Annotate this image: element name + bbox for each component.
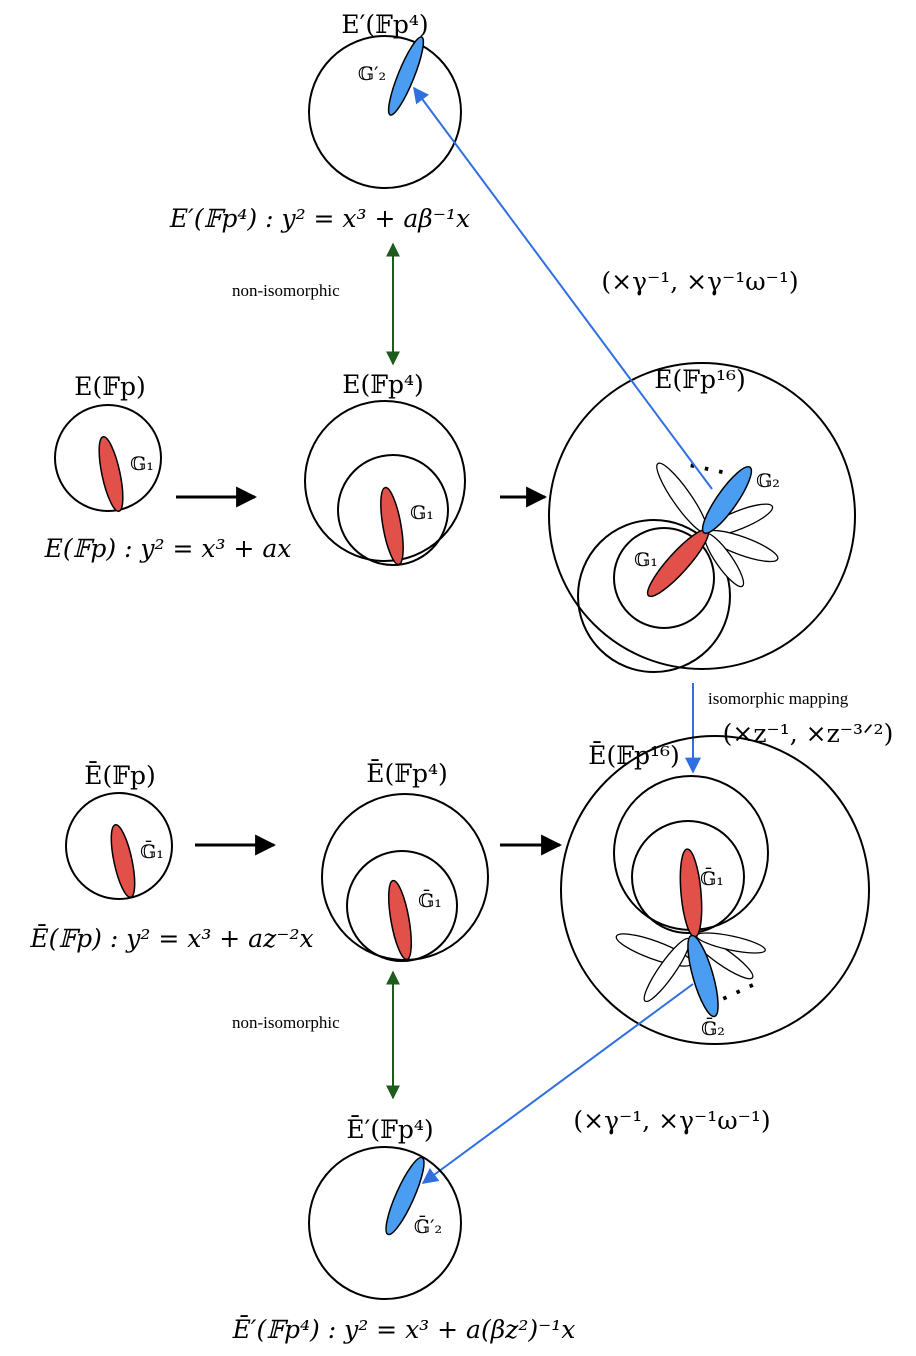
top-twist-curve: E′(𝔽p⁴) 𝔾′₂ E′(𝔽p⁴) : y² = x³ + aβ⁻¹x bbox=[169, 10, 470, 233]
isomorphic-mapping-label: isomorphic mapping bbox=[708, 689, 849, 708]
twist-factor-label-bottom: (×γ⁻¹, ×γ⁻¹ω⁻¹) bbox=[573, 1106, 770, 1135]
curve-fp-equation: E(𝔽p) : y² = x³ + ax bbox=[44, 534, 292, 563]
top-curve-circle bbox=[308, 35, 462, 189]
bar-curve-fp: Ē(𝔽p) 𝔾̄₁ Ē(𝔽p) : y² = x³ + az⁻²x bbox=[29, 761, 313, 953]
twist-arrow-bottom bbox=[421, 983, 694, 1184]
bar-curve-fp-title: Ē(𝔽p) bbox=[84, 761, 156, 790]
bar-curve-fp4-g1-label: 𝔾̄₁ bbox=[418, 889, 442, 912]
isomorphic-factor-label: (×z⁻¹, ×z⁻³ᐟ²) bbox=[723, 719, 894, 748]
curve-fp16-mid-circle bbox=[577, 519, 731, 673]
curve-fp16-inner-circle bbox=[613, 527, 715, 629]
bar-curve-fp-circle bbox=[65, 792, 173, 900]
curve-fp-g1-subgroup bbox=[98, 436, 124, 512]
bottom-curve-circle bbox=[308, 1146, 462, 1300]
curve-fp16-g2-label: 𝔾₂ bbox=[756, 470, 780, 492]
bar-curve-fp-equation: Ē(𝔽p) : y² = x³ + az⁻²x bbox=[29, 924, 313, 953]
curve-fp16-ellipsis: ⋅ ⋅ ⋅ bbox=[686, 453, 727, 484]
bar-curve-fp16-ellipsis: ⋅ ⋅ ⋅ bbox=[716, 973, 759, 1010]
bar-curve-fp16: Ē(𝔽p¹⁶) 𝔾̄₁ 𝔾̄₂ ⋅ ⋅ ⋅ bbox=[560, 735, 870, 1045]
twist-arrow-top bbox=[413, 86, 713, 490]
bottom-curve-title: Ē′(𝔽p⁴) bbox=[346, 1115, 433, 1144]
twist-factor-label-top: (×γ⁻¹, ×γ⁻¹ω⁻¹) bbox=[601, 267, 798, 296]
bar-curve-fp-g1-label: 𝔾̄₁ bbox=[140, 840, 164, 863]
curve-fp4: E(𝔽p⁴) 𝔾₁ bbox=[304, 370, 466, 566]
curve-fp16: E(𝔽p¹⁶) 𝔾₁ 𝔾₂ ⋅ ⋅ ⋅ bbox=[548, 362, 856, 673]
non-isomorphic-label-bottom: non-isomorphic bbox=[232, 1013, 340, 1032]
bar-curve-fp16-g2-label: 𝔾̄₂ bbox=[701, 1017, 725, 1040]
bottom-g2-prime-label: 𝔾̄′₂ bbox=[414, 1215, 442, 1238]
top-g2-prime-label: 𝔾′₂ bbox=[358, 63, 386, 85]
curve-fp16-g1-label: 𝔾₁ bbox=[634, 549, 658, 571]
bar-curve-fp4-inner-circle bbox=[346, 850, 458, 962]
curve-fp: E(𝔽p) 𝔾₁ E(𝔽p) : y² = x³ + ax bbox=[44, 372, 292, 563]
bar-curve-fp16-g2-subgroup bbox=[687, 934, 719, 1018]
curve-fp-g1-label: 𝔾₁ bbox=[130, 453, 154, 475]
curve-fp4-outer-circle bbox=[304, 400, 466, 562]
curve-fp4-g1-subgroup bbox=[380, 486, 404, 566]
bottom-twist-curve: Ē′(𝔽p⁴) 𝔾̄′₂ Ē′(𝔽p⁴) : y² = x³ + a(βz²)⁻… bbox=[232, 1115, 576, 1344]
bar-curve-fp4: Ē(𝔽p⁴) 𝔾̄₁ bbox=[321, 759, 489, 962]
bar-curve-fp16-outer-circle bbox=[560, 735, 870, 1045]
top-curve-equation: E′(𝔽p⁴) : y² = x³ + aβ⁻¹x bbox=[169, 204, 470, 233]
curve-fp-title: E(𝔽p) bbox=[74, 372, 146, 401]
curve-fp16-title: E(𝔽p¹⁶) bbox=[654, 365, 746, 394]
top-curve-title: E′(𝔽p⁴) bbox=[341, 10, 428, 39]
bar-curve-fp16-g1-label: 𝔾̄₁ bbox=[700, 867, 724, 890]
bar-curve-fp16-title: Ē(𝔽p¹⁶) bbox=[588, 741, 680, 770]
non-isomorphic-label-top: non-isomorphic bbox=[232, 281, 340, 300]
bottom-g2-prime-subgroup bbox=[385, 1156, 425, 1236]
bar-curve-fp4-title: Ē(𝔽p⁴) bbox=[366, 759, 448, 788]
bar-curve-fp4-g1-subgroup bbox=[387, 879, 413, 961]
curve-fp4-inner-circle bbox=[337, 454, 449, 566]
top-g2-prime-subgroup bbox=[387, 36, 425, 116]
curve-fp16-g2-subgroup bbox=[701, 465, 753, 535]
curve-fp-circle bbox=[54, 404, 162, 512]
bar-curve-fp16-g1-subgroup bbox=[679, 848, 703, 938]
bar-curve-fp16-inner-circle bbox=[631, 820, 745, 934]
curve-fp16-outer-circle bbox=[548, 362, 856, 670]
curve-fp4-g1-label: 𝔾₁ bbox=[410, 502, 434, 524]
curve-fp4-title: E(𝔽p⁴) bbox=[342, 370, 424, 399]
bar-curve-fp-g1-subgroup bbox=[110, 824, 136, 898]
bottom-curve-equation: Ē′(𝔽p⁴) : y² = x³ + a(βz²)⁻¹x bbox=[232, 1315, 576, 1344]
